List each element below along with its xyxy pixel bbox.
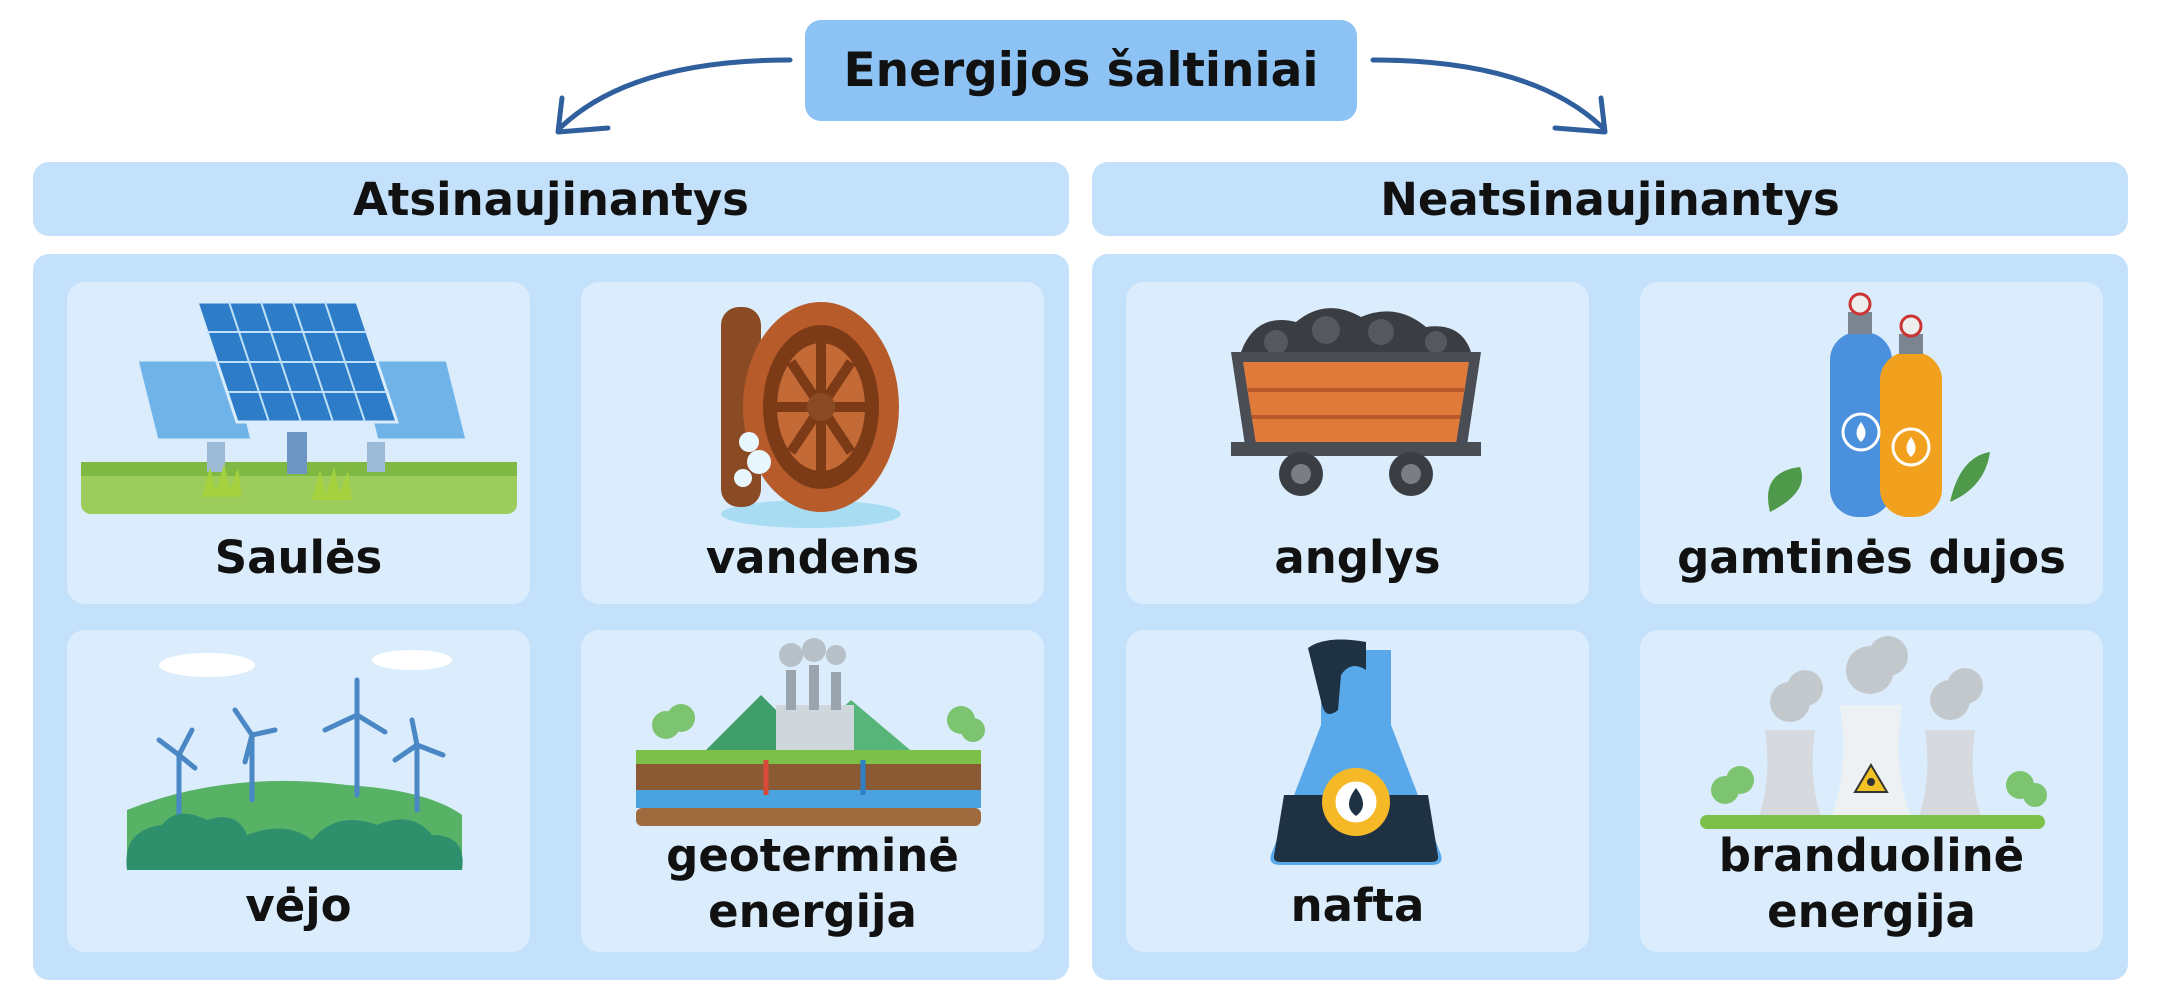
oil-flask-icon: [1270, 639, 1442, 865]
card-water: vandens: [581, 282, 1044, 604]
wind-turbine-icon: [126, 650, 463, 870]
solar-panel-icon: [81, 300, 517, 514]
nuclear-plant-icon: [1700, 636, 2047, 829]
card-geothermal-label-line1: geoterminė: [666, 829, 959, 882]
card-coal-label: anglys: [1274, 531, 1441, 584]
coal-cart-icon: [1231, 308, 1481, 496]
arrow-left-icon: [555, 57, 793, 135]
geothermal-plant-icon: [636, 638, 985, 826]
card-coal: anglys: [1126, 282, 1589, 604]
card-wind: vėjo: [67, 630, 530, 952]
arrow-right-icon: [1370, 57, 1608, 135]
card-wind-label: vėjo: [245, 879, 352, 932]
diagram-title: Energijos šaltiniai: [805, 20, 1357, 121]
card-gas: gamtinės dujos: [1640, 282, 2103, 604]
card-nuclear-label-line2: energija: [1767, 885, 1976, 938]
card-nuclear: branduolinė energija: [1640, 630, 2103, 952]
nonrenewable-header: Neatsinaujinantys: [1092, 162, 2128, 236]
card-geothermal: geoterminė energija: [581, 630, 1044, 952]
card-water-label: vandens: [705, 531, 920, 584]
nonrenewable-panel: anglys gamtinės dujos naft: [1092, 254, 2128, 980]
card-oil: nafta: [1126, 630, 1589, 952]
card-geothermal-label: geoterminė energija: [581, 828, 1044, 940]
gas-cylinders-icon: [1768, 292, 1990, 517]
renewable-header: Atsinaujinantys: [33, 162, 1069, 236]
card-geothermal-label-line2: energija: [708, 885, 917, 938]
branch-arrows: [555, 57, 1608, 135]
card-gas-label: gamtinės dujos: [1677, 531, 2066, 584]
water-wheel-icon: [721, 302, 901, 528]
card-nuclear-label: branduolinė energija: [1640, 828, 2103, 940]
card-solar: Saulės: [67, 282, 530, 604]
card-nuclear-label-line1: branduolinė: [1718, 829, 2025, 882]
card-solar-label: Saulės: [214, 531, 383, 584]
card-oil-label: nafta: [1290, 879, 1425, 932]
renewable-panel: Saulės vandens: [33, 254, 1069, 980]
